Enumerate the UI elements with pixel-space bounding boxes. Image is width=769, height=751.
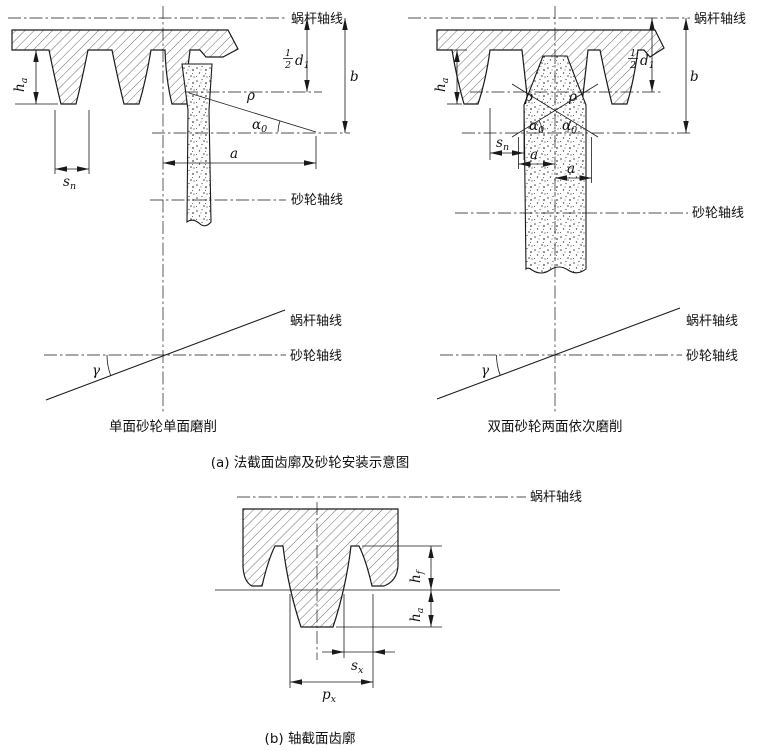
half-d1-label: 1 2 d1 bbox=[628, 48, 655, 71]
rho-label: ρ bbox=[246, 88, 255, 104]
wheel-axis-label: 砂轮轴线 bbox=[291, 193, 343, 208]
ha-label: ha bbox=[12, 77, 30, 92]
svg-text:2: 2 bbox=[629, 60, 636, 71]
svg-text:1: 1 bbox=[285, 48, 291, 59]
a-label: a bbox=[230, 146, 238, 162]
worm-axis-line-lower bbox=[436, 307, 681, 400]
dim-a-left bbox=[518, 137, 555, 169]
dim-a bbox=[163, 136, 317, 169]
grinding-wheel bbox=[181, 63, 213, 227]
half-d1-label: 1 2 d1 bbox=[283, 48, 310, 71]
axis-angle-diagram-left: γ 蜗杆轴线 砂轮轴线 bbox=[44, 309, 342, 401]
sn-label: sn bbox=[63, 174, 76, 192]
svg-text:d1: d1 bbox=[640, 53, 655, 71]
caption-b: (b) 轴截面齿廓 bbox=[265, 730, 356, 747]
wheel-axis-label-lower: 砂轮轴线 bbox=[686, 349, 738, 364]
gamma-label: γ bbox=[92, 363, 101, 379]
worm-axis-label: 蜗杆轴线 bbox=[291, 11, 343, 27]
sx-label: sx bbox=[351, 658, 364, 676]
px-label: px bbox=[322, 687, 337, 705]
alpha0-label-right: α0 bbox=[562, 118, 577, 136]
rho-label-left: ρ bbox=[524, 89, 533, 105]
dim-px bbox=[289, 594, 373, 688]
dim-ha bbox=[15, 49, 58, 105]
dim-a-right bbox=[555, 137, 592, 183]
alpha0-label: α0 bbox=[252, 117, 267, 135]
b-label: b bbox=[690, 69, 699, 85]
svg-text:hf: hf bbox=[408, 569, 426, 583]
wheel-axis-label-lower: 砂轮轴线 bbox=[290, 349, 342, 364]
caption-a-left: 单面砂轮单面磨削 bbox=[109, 419, 217, 435]
rho-line-left bbox=[511, 83, 599, 138]
worm-axis-label-lower: 蜗杆轴线 bbox=[686, 313, 738, 329]
gamma-label: γ bbox=[481, 363, 490, 379]
rho-label-right: ρ bbox=[568, 89, 577, 105]
axis-angle-diagram-right: γ 蜗杆轴线 砂轮轴线 bbox=[436, 307, 738, 400]
a-label-left: a bbox=[530, 147, 538, 163]
svg-text:2: 2 bbox=[284, 60, 291, 71]
fig-a-right: 蜗杆轴线 砂轮轴线 ρ ρ α0 α0 ha bbox=[408, 6, 746, 435]
worm-axis-label: 蜗杆轴线 bbox=[530, 489, 582, 505]
svg-text:d1: d1 bbox=[295, 53, 310, 71]
fig-a-left: 蜗杆轴线 砂轮轴线 ρ α0 ha sn bbox=[8, 6, 359, 435]
dim-sn bbox=[54, 110, 90, 174]
worm-axis-line-lower bbox=[45, 309, 286, 401]
dim-sx bbox=[322, 594, 395, 688]
gamma-arc bbox=[496, 354, 501, 376]
b-label: b bbox=[350, 69, 359, 85]
caption-a: (a) 法截面齿廓及砂轮安装示意图 bbox=[211, 454, 410, 471]
svg-text:ha: ha bbox=[433, 77, 451, 92]
alpha0-label-left: α0 bbox=[529, 118, 544, 136]
rho-line bbox=[188, 92, 317, 133]
svg-text:ha: ha bbox=[12, 77, 30, 92]
hf-label: hf bbox=[408, 569, 426, 583]
fig-b: 蜗杆轴线 hf ha sx bbox=[215, 489, 582, 747]
ha-label: ha bbox=[408, 607, 426, 622]
worm-axis-label: 蜗杆轴线 bbox=[694, 11, 746, 27]
ha-label: ha bbox=[433, 77, 451, 92]
svg-text:1: 1 bbox=[630, 48, 636, 59]
dim-ha bbox=[447, 49, 467, 105]
alpha0-arc bbox=[277, 120, 281, 133]
sn-label: sn bbox=[496, 135, 509, 153]
wheel-axis-label: 砂轮轴线 bbox=[692, 206, 744, 221]
gamma-arc bbox=[106, 354, 112, 376]
alpha0-arc-right bbox=[567, 120, 572, 134]
a-label-right: a bbox=[567, 161, 575, 177]
worm-axis-label-lower: 蜗杆轴线 bbox=[290, 313, 342, 329]
svg-text:ha: ha bbox=[408, 607, 426, 622]
caption-a-right: 双面砂轮两面依次磨削 bbox=[488, 419, 623, 435]
alpha0-arc-left bbox=[538, 120, 543, 134]
worm-section bbox=[242, 508, 399, 628]
